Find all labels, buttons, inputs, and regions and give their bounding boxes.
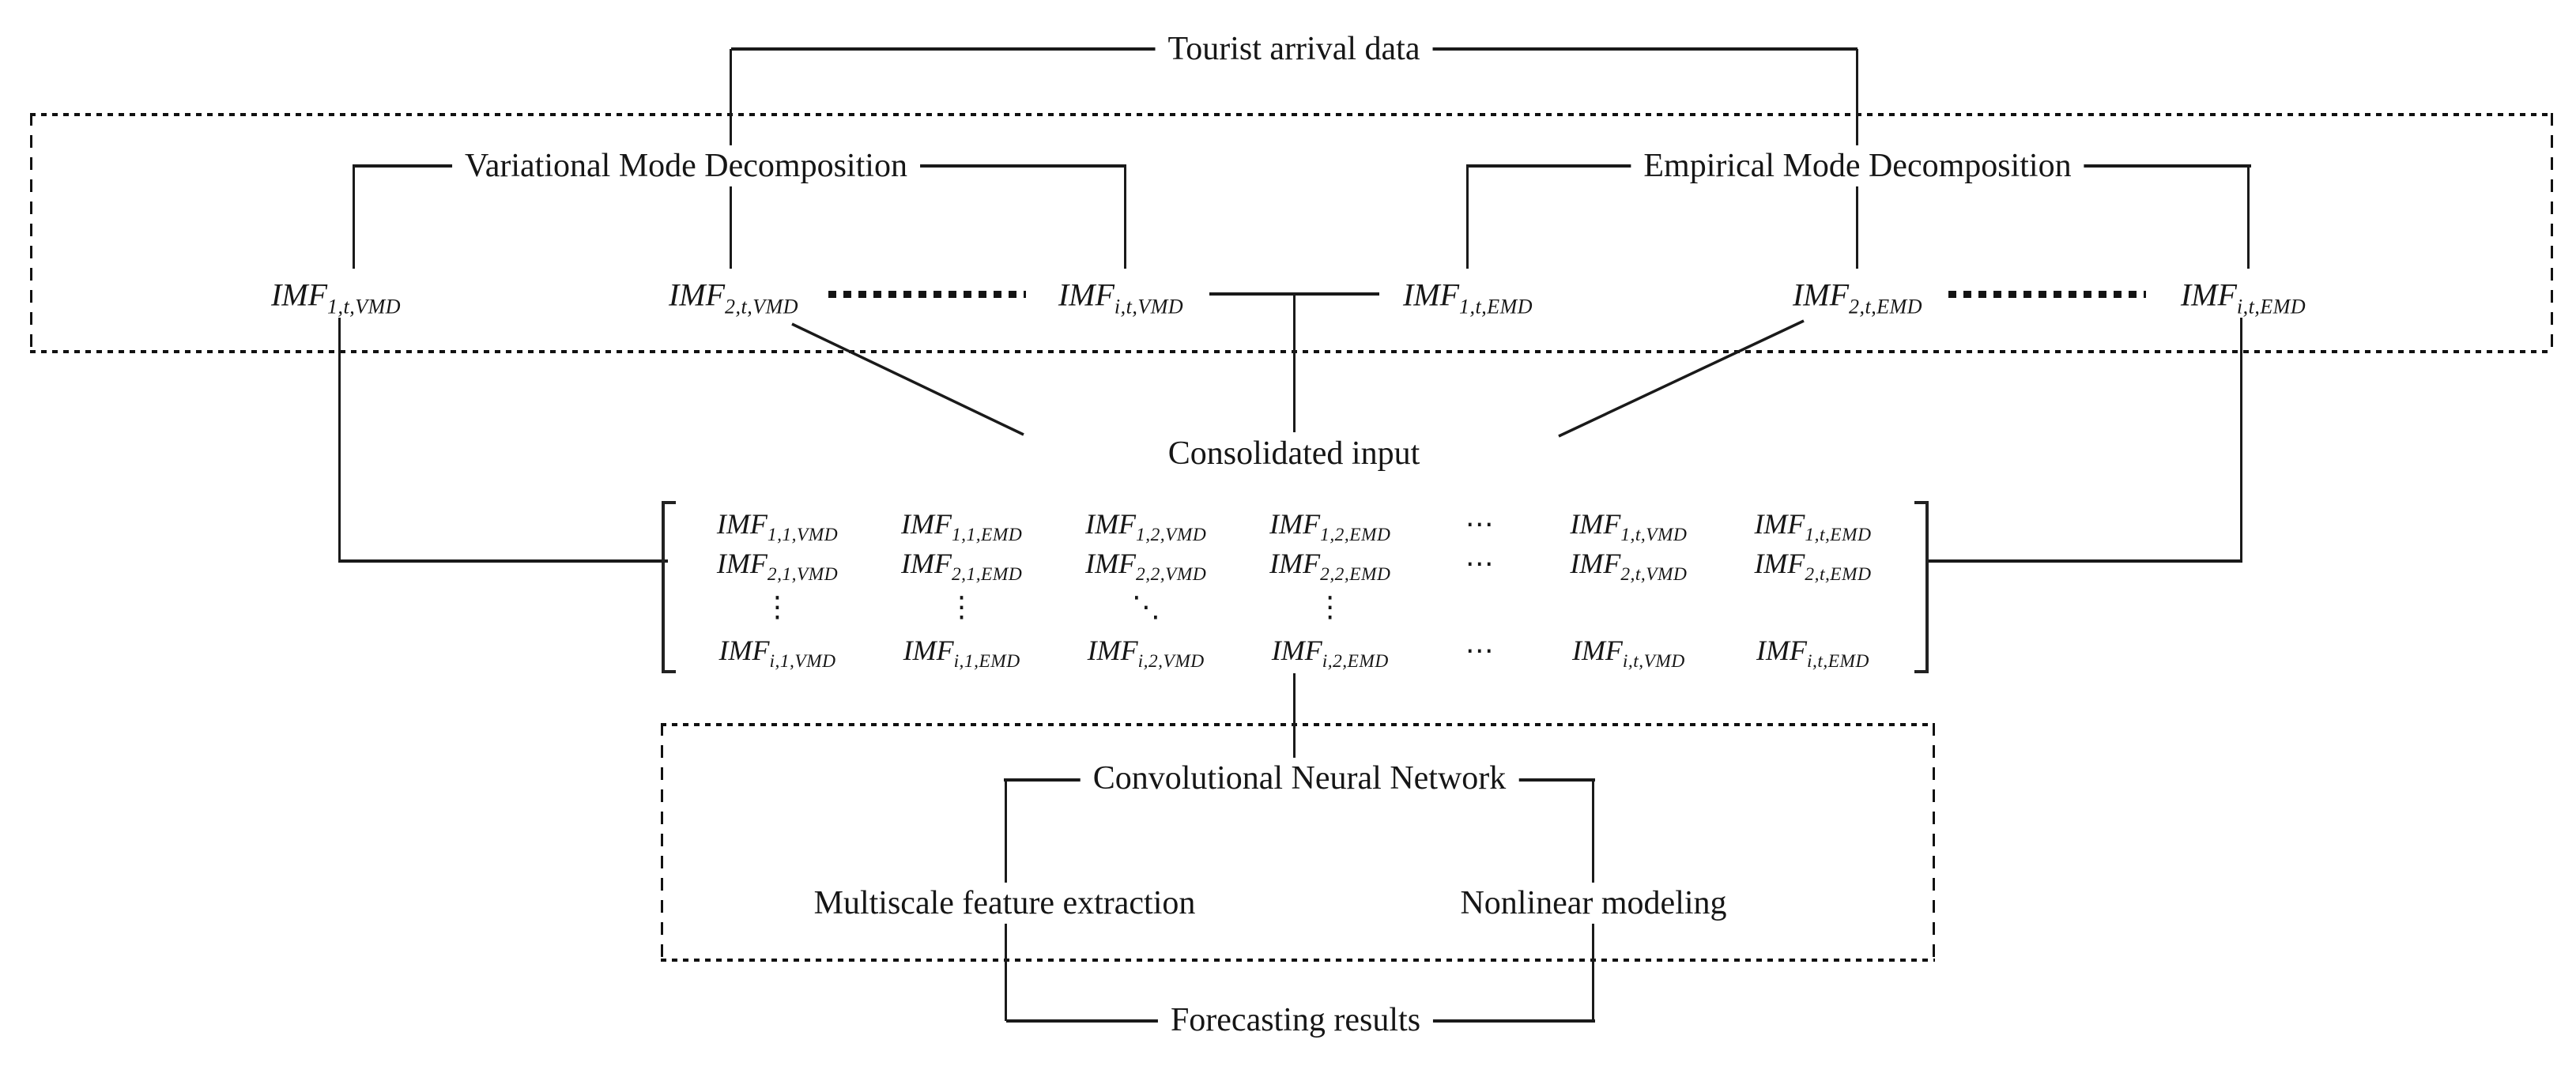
nonlinear-modeling-label: Nonlinear modeling bbox=[1447, 882, 1740, 925]
imf-subscript: 1,t,EMD bbox=[1459, 295, 1533, 318]
matrix-cell: IMF2,t,EMD bbox=[1754, 548, 1872, 585]
imf-subscript: i,t,EMD bbox=[2236, 295, 2306, 318]
dashed-box-bottom-edge bbox=[30, 350, 2553, 353]
connector-imf2emd-to-consolidated bbox=[1558, 319, 1805, 438]
connector-matrix-to-cnn bbox=[1293, 673, 1296, 762]
matrix-ellipsis: ⋯ bbox=[1465, 634, 1494, 667]
matrix-cell: IMF1,1,EMD bbox=[901, 508, 1023, 545]
cnn-stage-dashed-box bbox=[661, 723, 1935, 962]
cnn-title-label: Convolutional Neural Network bbox=[1080, 757, 1519, 800]
dashed-box-top-edge bbox=[661, 723, 1935, 726]
imf-node-emd-i: IMFi,t,EMD bbox=[2172, 274, 2314, 318]
vmd-imf-ellipsis-leader bbox=[828, 291, 1026, 298]
imf-node-emd-2: IMF2,t,EMD bbox=[1784, 274, 1931, 318]
connector-imf1vmd-down bbox=[338, 318, 341, 563]
vmd-title-label: Variational Mode Decomposition bbox=[452, 145, 920, 187]
matrix-cell: IMF2,2,VMD bbox=[1085, 548, 1207, 585]
matrix-cell: IMFi,1,EMD bbox=[903, 635, 1020, 672]
matrix-left-bracket-icon bbox=[662, 501, 676, 673]
imf-subscript: i,t,VMD bbox=[1114, 295, 1184, 318]
forecasting-results-label: Forecasting results bbox=[1157, 999, 1434, 1042]
imf-subscript: 2,t,EMD bbox=[1849, 295, 1923, 318]
connector-vmd-to-imfi bbox=[1124, 164, 1126, 269]
connector-emd-to-imfi bbox=[2247, 164, 2250, 269]
matrix-ellipsis: ⋯ bbox=[1465, 507, 1494, 541]
multiscale-feature-extraction-label: Multiscale feature extraction bbox=[801, 882, 1209, 925]
matrix-ellipsis: ⋮ bbox=[763, 590, 792, 623]
imf-node-vmd-2: IMF2,t,VMD bbox=[660, 274, 807, 318]
matrix-cell: IMF1,1,VMD bbox=[716, 508, 839, 545]
matrix-cell: IMF1,t,EMD bbox=[1754, 508, 1872, 545]
matrix-ellipsis: ⋯ bbox=[1465, 547, 1494, 580]
imf-node-emd-1: IMF1,t,EMD bbox=[1394, 274, 1541, 318]
emd-imf-ellipsis-leader bbox=[1948, 291, 2146, 298]
matrix-cell: IMF1,2,EMD bbox=[1269, 508, 1391, 545]
imf-subscript: 1,t,VMD bbox=[327, 295, 402, 318]
matrix-ellipsis: ⋮ bbox=[947, 590, 976, 623]
matrix-cell: IMF1,2,VMD bbox=[1085, 508, 1207, 545]
connector-vmd-to-imf1 bbox=[353, 164, 355, 269]
emd-title-label: Empirical Mode Decomposition bbox=[1631, 145, 2084, 187]
tourist-arrival-data-label: Tourist arrival data bbox=[1155, 28, 1433, 70]
decomposition-stage-dashed-box bbox=[30, 113, 2553, 353]
dashed-box-bottom-edge bbox=[661, 959, 1935, 962]
matrix-ellipsis: ⋮ bbox=[1315, 590, 1345, 623]
dashed-box-top-edge bbox=[30, 113, 2553, 116]
consolidated-input-label: Consolidated input bbox=[1155, 432, 1433, 475]
imf-base: IMF bbox=[1792, 277, 1850, 313]
dashed-box-right-edge bbox=[2551, 113, 2553, 353]
matrix-cell: IMF1,t,VMD bbox=[1570, 508, 1688, 545]
matrix-cell: IMFi,t,VMD bbox=[1571, 635, 1685, 672]
matrix-cell: IMFi,2,VMD bbox=[1087, 635, 1205, 672]
connector-imfiemd-down bbox=[2240, 318, 2242, 563]
matrix-ellipsis: ⋱ bbox=[1131, 590, 1160, 623]
dashed-box-left-edge bbox=[30, 113, 32, 353]
matrix-cell: IMF2,2,EMD bbox=[1269, 548, 1391, 585]
matrix-right-bracket-icon bbox=[1914, 501, 1929, 673]
imf-base: IMF bbox=[1402, 277, 1460, 313]
consolidated-input-matrix: IMF1,1,VMD IMF1,1,EMD IMF1,2,VMD IMF1,2,EMD… bbox=[662, 501, 1929, 673]
matrix-cell: IMF2,1,EMD bbox=[901, 548, 1023, 585]
matrix-cell: IMFi,2,EMD bbox=[1271, 635, 1389, 672]
dashed-box-left-edge bbox=[661, 723, 663, 962]
connector-emd-to-imf1 bbox=[1466, 164, 1469, 269]
matrix-cell: IMFi,t,EMD bbox=[1756, 635, 1869, 672]
connector-imf2vmd-to-consolidated bbox=[791, 322, 1024, 436]
connector-matrix-to-imfiemd-line bbox=[1925, 559, 2242, 563]
imf-subscript: 2,t,VMD bbox=[725, 295, 799, 318]
imf-node-vmd-i: IMFi,t,VMD bbox=[1050, 274, 1192, 318]
dashed-box-right-edge bbox=[1933, 723, 1935, 962]
imf-base: IMF bbox=[270, 277, 328, 313]
matrix-cell: IMF2,1,VMD bbox=[716, 548, 839, 585]
matrix-cell: IMFi,1,VMD bbox=[718, 635, 836, 672]
matrix-cell: IMF2,t,VMD bbox=[1570, 548, 1688, 585]
matrix-grid: IMF1,1,VMD IMF1,1,EMD IMF1,2,VMD IMF1,2,EMD… bbox=[685, 504, 1905, 672]
imf-base: IMF bbox=[668, 277, 726, 313]
imf-base: IMF bbox=[1058, 277, 1115, 313]
imf-node-vmd-1: IMF1,t,VMD bbox=[262, 274, 409, 318]
connector-imf1vmd-to-matrix-line bbox=[338, 559, 668, 563]
connector-to-consolidated-input bbox=[1293, 294, 1296, 432]
imf-base: IMF bbox=[2180, 277, 2237, 313]
